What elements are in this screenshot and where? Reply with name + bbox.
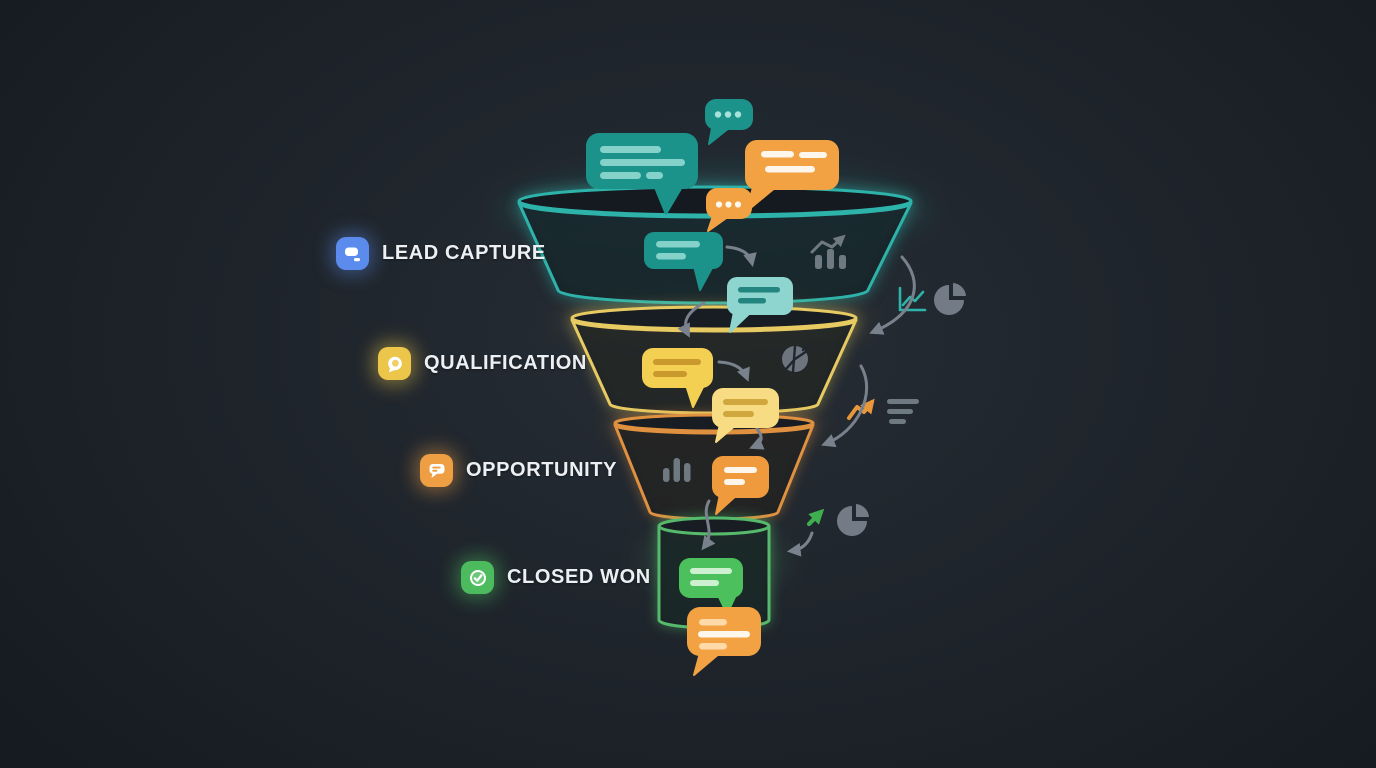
- chat-bubble-green: [679, 558, 743, 615]
- stage-label-lead-capture: LEAD CAPTURE: [382, 242, 546, 264]
- stage-label-qualification: QUALIFICATION: [424, 352, 587, 374]
- check-circle-icon: [461, 561, 494, 594]
- stage-lead-capture: LEAD CAPTURE: [336, 237, 546, 270]
- stage-label-opportunity: OPPORTUNITY: [466, 459, 618, 481]
- chat-bubble-orange-top: [745, 140, 839, 212]
- chat-bubble-teal-large: [586, 133, 698, 215]
- chat-bubble-teal-light: [727, 277, 793, 333]
- globe-pie-icon: [782, 341, 812, 374]
- interior-icons: [663, 234, 846, 482]
- chat-lines-icon: [420, 454, 453, 487]
- bar-chart-trend-icon: [810, 234, 846, 269]
- arrow-up-green-icon: [806, 508, 825, 527]
- chat-bubble-teal-dots: [705, 99, 753, 145]
- stage-closed-won: CLOSED WON: [461, 561, 651, 594]
- chat-bubble-icon: [336, 237, 369, 270]
- stage-qualification: QUALIFICATION: [378, 347, 587, 380]
- stage-label-closed-won: CLOSED WON: [507, 566, 651, 588]
- bar-chart-icon: [663, 458, 691, 482]
- text-lines-icon: [887, 399, 919, 424]
- chat-bubble-orange-mid: [712, 456, 769, 515]
- chat-bubble-orange-bottom: [687, 607, 761, 676]
- round-chat-icon: [378, 347, 411, 380]
- chat-bubble-yellow: [642, 348, 713, 408]
- stage-opportunity: OPPORTUNITY: [420, 454, 617, 487]
- pie-chart-icon: [934, 283, 966, 315]
- funnel-tier-qualification: [570, 305, 858, 415]
- chat-bubble-yellow-light: [712, 388, 779, 443]
- chat-bubble-orange-dots: [706, 188, 752, 232]
- chat-bubbles: [586, 99, 839, 676]
- pie-chart-icon-2: [837, 504, 869, 536]
- chat-bubble-teal-mid: [644, 232, 723, 291]
- flow-arrows: [677, 245, 916, 557]
